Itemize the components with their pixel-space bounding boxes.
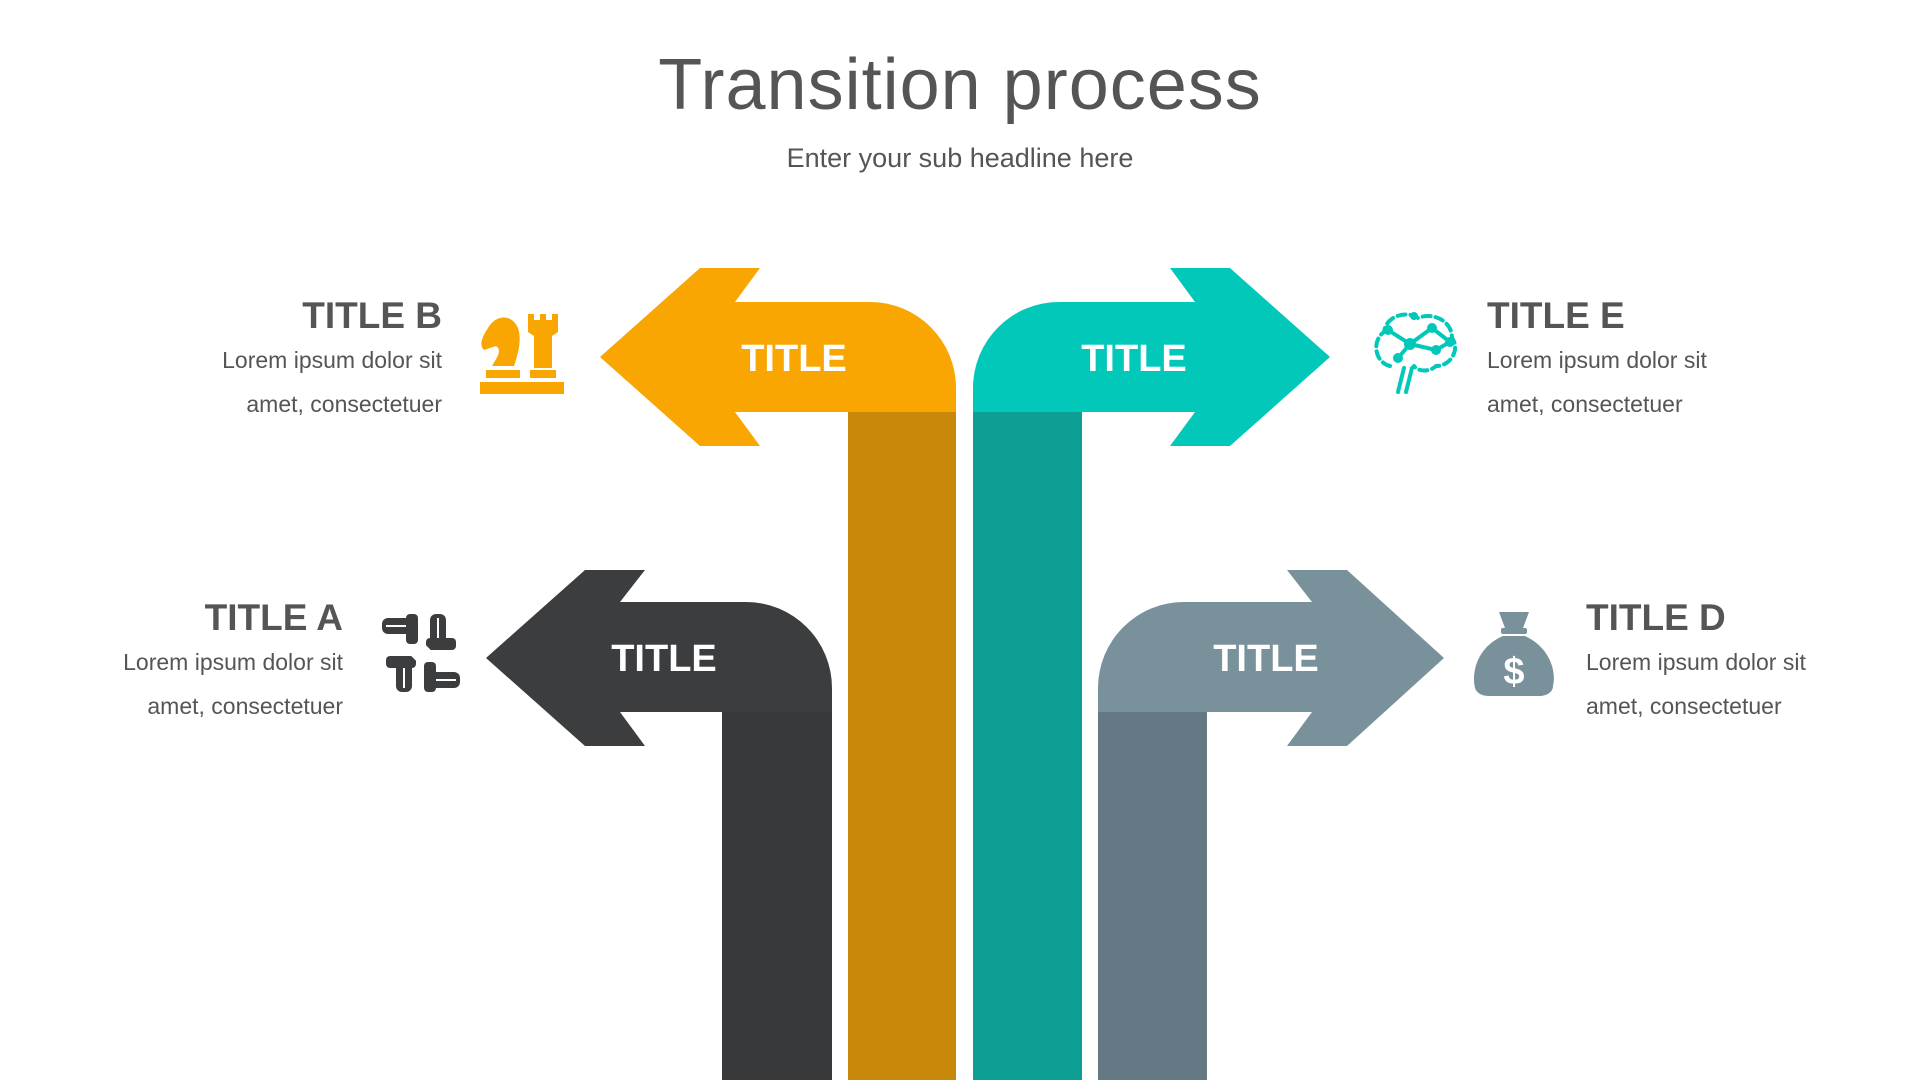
money-bag-icon: $ [1474,612,1554,696]
arrow-a-head [486,570,832,746]
block-e-line1: Lorem ipsum dolor sit [1487,347,1707,373]
block-b-line1: Lorem ipsum dolor sit [222,347,442,373]
arrow-b-label: TITLE [741,338,847,380]
page-subtitle: Enter your sub headline here [786,143,1134,173]
block-a-title: TITLE A [204,597,343,638]
arrow-d: TITLE [1098,570,1444,1080]
block-a-line2: amet, consectetuer [147,693,343,719]
arrow-e-head [973,268,1330,446]
block-b: TITLE B Lorem ipsum dolor sit amet, cons… [152,294,442,426]
arrow-b-stem [848,412,956,1080]
block-e: TITLE E Lorem ipsum dolor sit amet, cons… [1487,294,1777,426]
arrow-d-label: TITLE [1213,638,1319,680]
block-b-line2: amet, consectetuer [246,391,442,417]
arrow-a-stem [722,712,832,1080]
teamwork-hands-icon [382,614,460,692]
arrow-a-label: TITLE [611,638,717,680]
arrow-b: TITLE [600,268,956,1080]
page-title: Transition process [658,45,1262,125]
arrow-e: TITLE [973,268,1330,1080]
block-d-line2: amet, consectetuer [1586,693,1782,719]
chess-icon [480,314,564,394]
block-d-line1: Lorem ipsum dolor sit [1586,649,1806,675]
block-d-title: TITLE D [1586,597,1726,638]
block-e-title: TITLE E [1487,295,1625,336]
block-a-line1: Lorem ipsum dolor sit [123,649,343,675]
block-e-line2: amet, consectetuer [1487,391,1683,417]
arrow-e-stem [973,412,1082,1080]
block-d: TITLE D Lorem ipsum dolor sit amet, cons… [1586,596,1876,728]
arrow-e-label: TITLE [1081,338,1187,380]
arrow-b-head [600,268,956,446]
arrow-a: TITLE [486,570,832,1080]
brain-network-icon [1374,312,1458,394]
arrow-d-head [1098,570,1444,746]
block-b-title: TITLE B [302,295,442,336]
block-a: TITLE A Lorem ipsum dolor sit amet, cons… [53,596,343,728]
svg-text:$: $ [1503,651,1524,693]
arrow-d-stem [1098,712,1207,1080]
